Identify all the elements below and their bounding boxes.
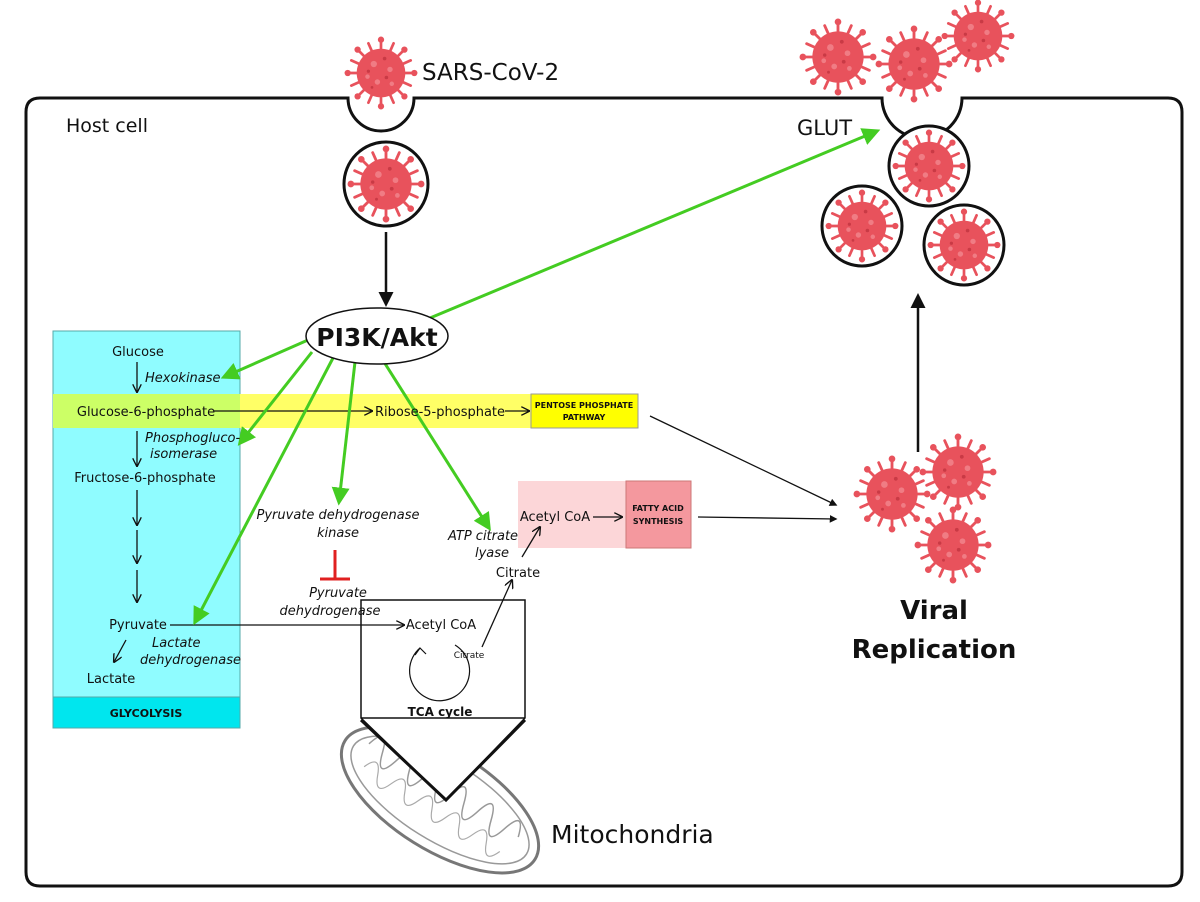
acl-label-2: lyase [475, 546, 509, 561]
host-cell-membrane [24, 96, 1184, 888]
glut-label: GLUT [797, 116, 852, 140]
fa-box [625, 480, 692, 549]
pdk-label-1: Pyruvate dehydrogenase [257, 508, 420, 523]
viral-label: Viral [900, 596, 968, 626]
pi3k-label: PI3K/Akt [316, 323, 437, 352]
citrate-label: Citrate [496, 566, 540, 581]
sars-label: SARS-CoV-2 [422, 60, 559, 86]
mitochondria-label: Mitochondria [551, 820, 714, 849]
pdh-label-2: dehydrogenase [280, 604, 381, 619]
host-cell-label: Host cell [66, 115, 148, 137]
r5p-label: Ribose-5-phosphate [375, 405, 505, 420]
citrate-small-label: Citrate [454, 651, 485, 661]
ldh-label-1: Lactate [152, 636, 201, 651]
green-arrows [193, 128, 881, 626]
ppp-label-2: PATHWAY [563, 413, 606, 422]
acl-label-1: ATP citrate [447, 529, 518, 544]
pgi-label-2: isomerase [150, 447, 217, 462]
tca-cycle-icon [408, 644, 471, 702]
inhibition-mark [320, 550, 350, 581]
pdk-label-2: kinase [317, 526, 359, 541]
g6p-overlap [53, 394, 240, 428]
fas-label-2: SYNTHESIS [633, 517, 684, 526]
ppp-box [530, 393, 639, 429]
glycolysis-label: GLYCOLYSIS [110, 707, 183, 720]
pi3k-node [305, 307, 449, 365]
ldh-label-2: dehydrogenase [140, 653, 241, 668]
pyruvate-label: Pyruvate [109, 618, 167, 633]
virus-icon [342, 0, 1016, 585]
fas-label-1: FATTY ACID [632, 504, 684, 513]
replication-label: Replication [852, 635, 1017, 665]
glycolysis-header [52, 696, 241, 729]
black-arrows [114, 232, 926, 662]
tca-label: TCA cycle [408, 705, 473, 719]
g6p-label: Glucose-6-phosphate [77, 405, 215, 420]
acetyl-coa-mito-label: Acetyl CoA [406, 618, 476, 633]
glucose-label: Glucose [112, 345, 164, 360]
pgi-label-1: Phosphogluco- [145, 431, 240, 446]
pdh-label-1: Pyruvate [309, 586, 367, 601]
hexokinase-label: Hexokinase [145, 371, 221, 386]
glycolysis-box [52, 330, 241, 729]
acetyl-coa-label: Acetyl CoA [520, 510, 590, 525]
f6p-label: Fructose-6-phosphate [74, 471, 216, 486]
ppp-label-1: PENTOSE PHOSPHATE [535, 401, 633, 410]
lactate-label: Lactate [87, 672, 136, 687]
